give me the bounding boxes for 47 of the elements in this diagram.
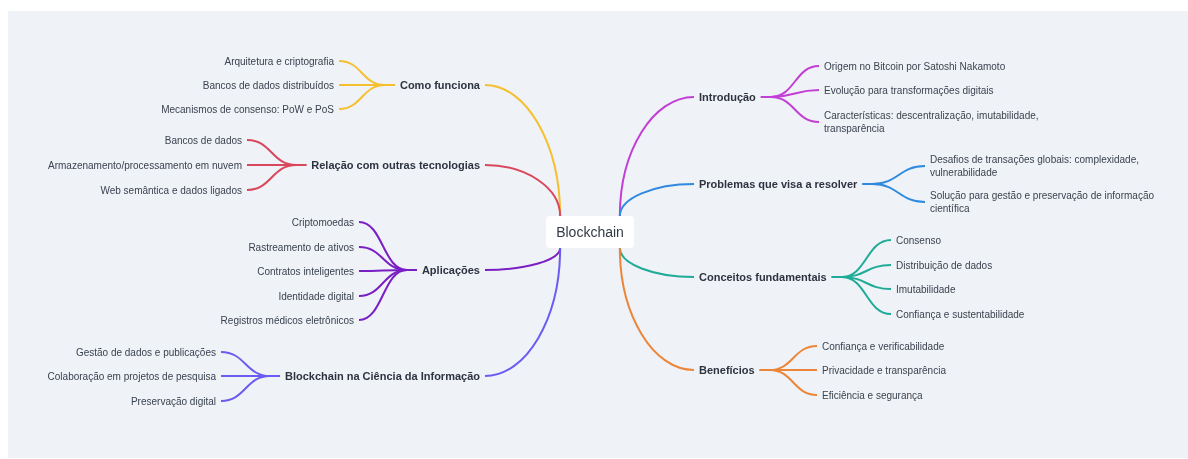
connector [220, 375, 281, 402]
subtopic-label: Criptomoedas [286, 215, 359, 229]
subtopic-label: Eficiência e segurança [817, 388, 928, 402]
subtopic-label: Privacidade e transparência [817, 363, 951, 377]
connector [830, 276, 892, 315]
subtopic-label: Evolução para transformações digitais [819, 83, 999, 97]
subtopic-label: Consenso [891, 233, 947, 247]
subtopic-label: Preservação digital [125, 394, 221, 408]
subtopic-label: Identidade digital [273, 289, 359, 303]
central-topic-box: Blockchain [546, 216, 634, 248]
connector [618, 183, 695, 217]
subtopic-label: Confiança e sustentabilidade [891, 307, 1030, 321]
subtopic-label: Gestão de dados e publicações [70, 345, 221, 359]
subtopic-label: Desafios de transações globais: complexidade, vulnerabilidade [925, 153, 1175, 179]
connector [484, 247, 562, 377]
subtopic-label: Características: descentralização, imutabilidade, transparência [819, 109, 1069, 135]
branch-topic-label: Conceitos fundamentais [694, 270, 832, 284]
subtopic-label: Bancos de dados [159, 133, 247, 147]
connector [861, 183, 926, 203]
connector [618, 247, 695, 371]
connector [758, 369, 818, 396]
connector [358, 269, 418, 321]
subtopic-label: Origem no Bitcoin por Satoshi Nakamoto [819, 59, 1011, 73]
branch-topic-label: Como funciona [394, 78, 485, 92]
subtopic-label: Mecanismos de consenso: PoW e PoS [156, 102, 339, 116]
connector [759, 96, 820, 123]
subtopic-label: Confiança e verificabilidade [817, 339, 950, 353]
subtopic-label: Imutabilidade [891, 282, 961, 296]
branch-topic-label: Blockchain na Ciência da Informação [280, 369, 485, 383]
branch-topic-label: Introdução [694, 90, 761, 104]
subtopic-label: Bancos de dados distribuídos [197, 78, 339, 92]
subtopic-label: Contratos inteligentes [252, 264, 359, 278]
subtopic-label: Distribuição de dados [891, 258, 998, 272]
branch-topic-label: Problemas que visa a resolver [694, 177, 863, 191]
subtopic-label: Armazenamento/processamento em nuvem [43, 158, 247, 172]
subtopic-label: Registros médicos eletrônicos [215, 313, 359, 327]
branch-topic-label: Aplicações [416, 263, 485, 277]
subtopic-label: Rastreamento de ativos [243, 240, 359, 254]
branch-topic-label: Relação com outras tecnologias [306, 158, 485, 172]
connector [484, 164, 562, 217]
subtopic-label: Colaboração em projetos de pesquisa [42, 369, 221, 383]
subtopic-label: Web semântica e dados ligados [95, 183, 247, 197]
subtopic-label: Arquitetura e criptografia [219, 54, 339, 68]
connector [246, 164, 308, 191]
subtopic-label: Solução para gestão e preservação de informação científica [925, 189, 1175, 215]
branch-topic-label: Benefícios [694, 363, 760, 377]
connector [338, 84, 396, 110]
